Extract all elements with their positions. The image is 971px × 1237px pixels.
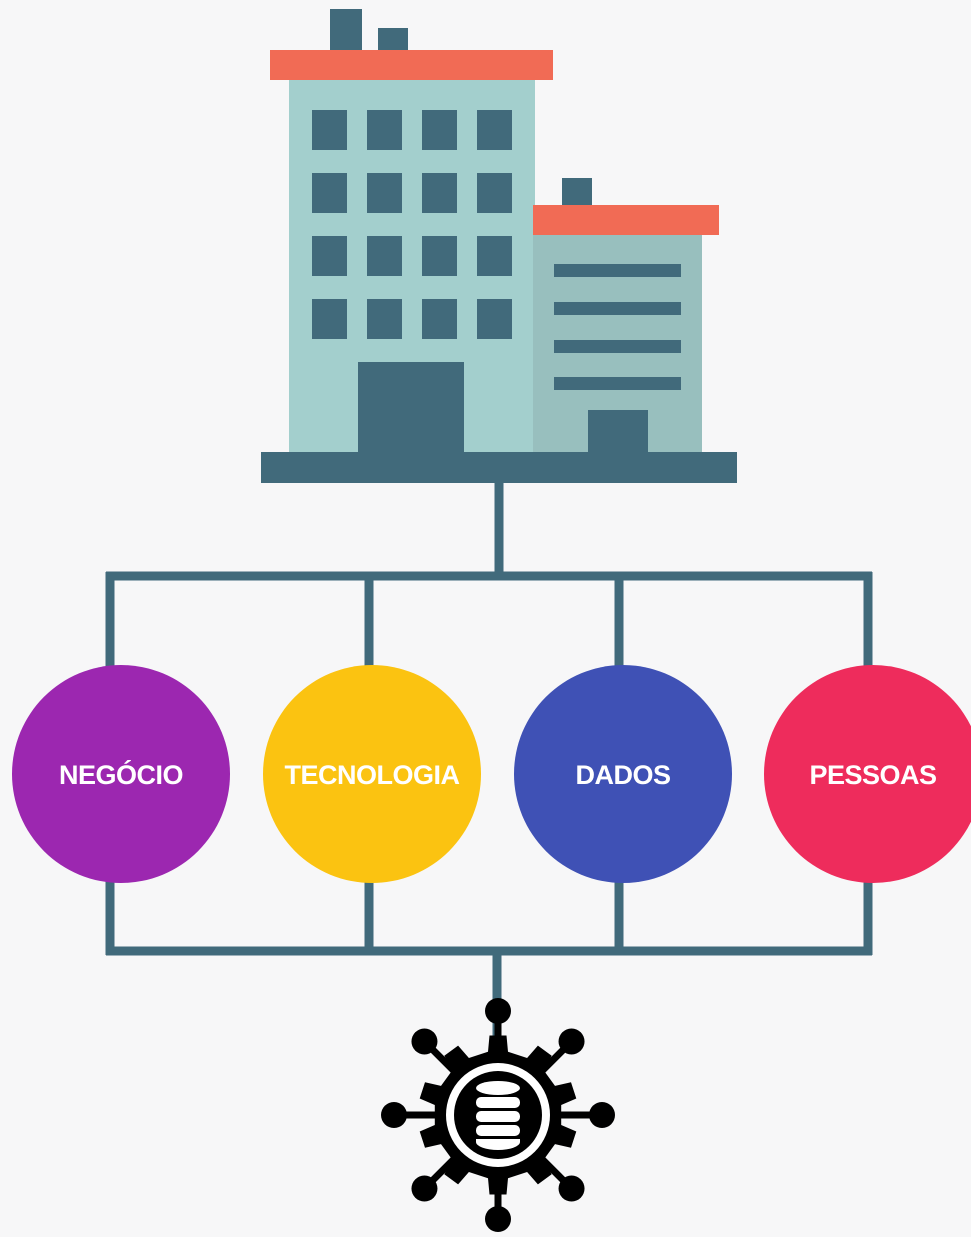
pillar-dados: DADOS [514,665,732,883]
annex-stripe [554,377,681,390]
spoke-node [381,1102,407,1128]
annex-window-stripes [554,264,681,390]
db-band-1 [476,1097,520,1108]
pillar-label: NEGÓCIO [59,759,183,790]
pillar-circle [263,665,481,883]
spoke-node [485,1206,511,1232]
tower-window [312,110,347,150]
annex-door [588,410,648,456]
tower-window [312,236,347,276]
annex-roof [533,205,719,235]
tower-window [367,236,402,276]
pillar-circle [12,665,230,883]
db-top [476,1081,520,1095]
building-ground [261,452,737,483]
chimney-annex [562,178,592,208]
db-band-3 [476,1125,520,1136]
tower-window [422,173,457,213]
tower-window [477,173,512,213]
tower-window [367,173,402,213]
tower-window [312,299,347,339]
database-icon [476,1081,520,1150]
db-bottom [476,1139,520,1150]
tower-window [367,110,402,150]
pillar-circles: NEGÓCIO TECNOLOGIA DADOS PESSOAS [12,665,971,883]
network-spokes [381,998,615,1232]
spoke-node [558,1028,585,1055]
pillar-label: DADOS [575,760,670,790]
spoke-node [485,998,511,1024]
pillar-circle [514,665,732,883]
tower-window [477,236,512,276]
pillar-label: TECNOLOGIA [285,760,460,790]
pillar-pessoas: PESSOAS [764,665,971,883]
spoke-node [558,1175,585,1202]
chimney-tall [330,9,362,51]
annex-stripe [554,340,681,353]
tower-windows [312,110,512,339]
tower-window [367,299,402,339]
pillar-tecnologia: TECNOLOGIA [263,665,481,883]
chimney-short [378,28,408,51]
annex-stripe [554,302,681,315]
tower-window [477,110,512,150]
spoke-node [411,1028,438,1055]
pillar-label: PESSOAS [809,760,936,790]
tower-window [422,299,457,339]
pillar-negocio: NEGÓCIO [12,665,230,883]
database-network-gear-icon [381,998,615,1232]
tower-window [422,110,457,150]
office-building-icon [261,9,737,483]
spoke-node [589,1102,615,1128]
pillar-circle [764,665,971,883]
tower-window [477,299,512,339]
spoke-node [411,1175,438,1202]
db-band-2 [476,1111,520,1122]
main-door [358,362,464,456]
tower-window [422,236,457,276]
main-tower-roof [270,50,553,80]
annex-stripe [554,264,681,277]
tower-window [312,173,347,213]
